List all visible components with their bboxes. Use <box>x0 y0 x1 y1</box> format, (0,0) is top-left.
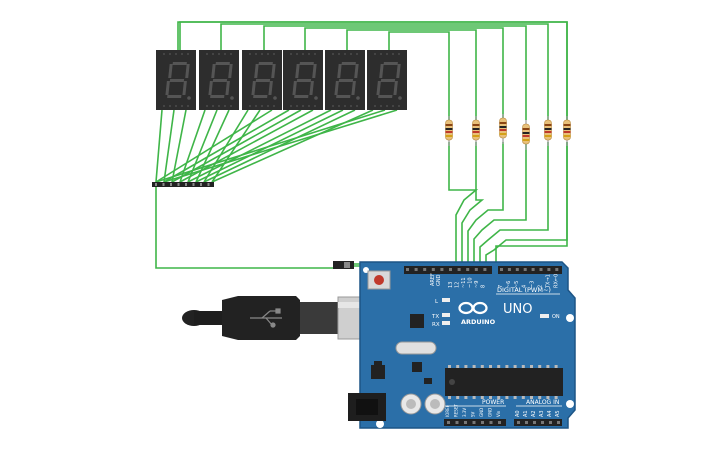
analog-pin-label: A2 <box>531 410 537 417</box>
on-label: ON <box>552 314 560 320</box>
reset-button-cap[interactable] <box>374 275 384 285</box>
seven-segment-display <box>283 50 323 110</box>
resistor <box>563 116 571 146</box>
mounting-hole <box>376 420 384 428</box>
seven-segment-displays <box>156 50 407 110</box>
digital-pin-label: ~6 <box>506 281 512 288</box>
l-label: L <box>435 299 439 305</box>
power-pin-label: 3.3V <box>462 408 467 417</box>
mounting-hole <box>566 314 574 322</box>
gnd-label: GND <box>436 274 442 286</box>
seven-segment-display <box>156 50 196 110</box>
power-pin-label: GND <box>488 408 493 417</box>
digital-header-pins <box>406 268 559 271</box>
power-pin-label: Vin <box>496 410 501 417</box>
seven-segment-display <box>325 50 365 110</box>
small-component <box>424 378 432 384</box>
power-pin-label: RESET <box>454 404 459 417</box>
digital-pin-label: ~3 <box>530 281 536 288</box>
digital-pin-label: RX←0 <box>553 274 559 288</box>
power-pin-label: IOREF <box>445 404 450 417</box>
rx-label: RX <box>432 322 440 328</box>
analog-pin-label: A4 <box>547 410 553 417</box>
digital-pin-label: 7 <box>498 285 504 288</box>
aref-label: AREF <box>430 273 436 286</box>
seven-segment-display <box>242 50 282 110</box>
wires <box>155 21 568 270</box>
power-pin-label: 5V <box>471 411 476 417</box>
small-component <box>412 362 422 372</box>
resistor <box>522 120 530 150</box>
header-pin <box>207 183 210 186</box>
resistors <box>445 114 571 150</box>
rx-led <box>442 321 450 325</box>
digital-pin-label: ~11 <box>461 277 467 288</box>
header-pin <box>192 183 195 186</box>
digital-pin-label: 2 <box>538 285 544 288</box>
digital-pin-label: ~5 <box>514 281 520 288</box>
model-text: UNO <box>503 302 532 317</box>
power-pin-label: GND <box>479 408 484 417</box>
resistor <box>544 116 552 146</box>
digital-pin-label: 13 <box>448 282 454 288</box>
pin-header <box>152 182 214 187</box>
tx-led <box>442 313 450 317</box>
resistor <box>499 114 507 144</box>
header-pin <box>162 183 165 186</box>
arduino-logo-icon <box>458 301 488 315</box>
seven-segment-display <box>199 50 239 110</box>
digital-pin-label: ~10 <box>468 277 474 288</box>
digital-pin-label: 8 <box>481 285 487 288</box>
seven-segment-display <box>367 50 407 110</box>
tx-label: TX <box>431 314 439 320</box>
l-led <box>442 298 450 302</box>
resistor <box>472 116 480 146</box>
on-led <box>540 314 549 318</box>
mounting-hole <box>566 400 574 408</box>
slide-switch[interactable] <box>333 261 354 269</box>
usb-symbol-icon <box>250 308 282 328</box>
header-pin <box>185 183 187 186</box>
atmega-chip <box>445 368 563 396</box>
digital-header-right <box>498 266 562 274</box>
power-label: POWER <box>482 399 504 406</box>
analog-pin-label: A3 <box>539 410 545 417</box>
crystal-oscillator <box>395 341 437 355</box>
digital-pin-label: TX→1 <box>545 274 551 289</box>
digital-label: DIGITAL (PWM~) <box>497 286 551 294</box>
analog-header <box>514 419 562 426</box>
analog-pin-label: A0 <box>515 410 521 417</box>
digital-pin-label: 12 <box>455 282 461 288</box>
resistor <box>445 116 453 146</box>
header-pin <box>177 183 180 186</box>
analog-label: ANALOG IN <box>526 399 559 406</box>
digital-pin-label: ~9 <box>474 281 480 288</box>
voltage-regulator <box>371 365 385 379</box>
analog-pin-label: A5 <box>555 410 561 417</box>
header-pin <box>200 183 202 186</box>
usb-interface-chip <box>410 314 424 328</box>
brand-text: ARDUINO <box>461 318 496 326</box>
analog-pin-label: A1 <box>523 410 529 417</box>
digital-header-left <box>404 266 492 274</box>
digital-pin-label: 4 <box>522 285 528 288</box>
header-pin <box>170 183 172 186</box>
header-pin <box>155 183 157 186</box>
